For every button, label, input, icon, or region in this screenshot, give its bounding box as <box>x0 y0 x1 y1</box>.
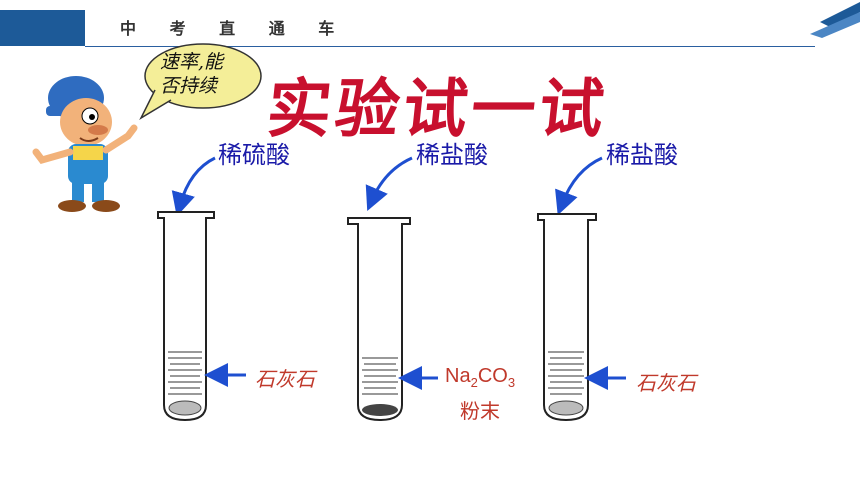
formula-part-co: CO <box>477 365 508 387</box>
test-tube-left <box>157 211 215 422</box>
arrow-acid-left <box>171 156 216 217</box>
reagent-label-right: 石灰石 <box>636 371 696 395</box>
reagent-powder-label: 粉末 <box>460 399 500 423</box>
bubble-text: 速率,能 否持续 <box>160 50 260 98</box>
header-title: 中 考 直 通 车 <box>120 19 349 38</box>
test-tube-right <box>537 213 597 422</box>
test-tube-middle <box>347 217 411 422</box>
bubble-line-2: 否持续 <box>160 75 218 97</box>
formula-subscript-1: 2 <box>470 375 478 390</box>
formula-part-na: Na <box>445 365 471 387</box>
acid-label-right: 稀盐酸 <box>606 141 678 169</box>
bubble-line-1: 速率,能 <box>160 51 224 73</box>
arrow-acid-right <box>555 156 603 216</box>
acid-label-middle: 稀盐酸 <box>416 141 488 169</box>
header-divider <box>85 46 815 47</box>
speech-bubble <box>139 43 262 120</box>
cartoon-boy-mascot <box>32 76 138 212</box>
acid-label-left: 稀硫酸 <box>218 141 290 169</box>
header-accent-block <box>0 10 85 46</box>
corner-decoration-icon <box>810 2 860 38</box>
formula-subscript-2: 3 <box>507 375 516 390</box>
reagent-label-left: 石灰石 <box>255 367 315 391</box>
arrow-acid-middle <box>365 156 413 212</box>
experiment-area <box>152 195 708 457</box>
reagent-formula-middle: Na2CO3 <box>445 365 515 390</box>
